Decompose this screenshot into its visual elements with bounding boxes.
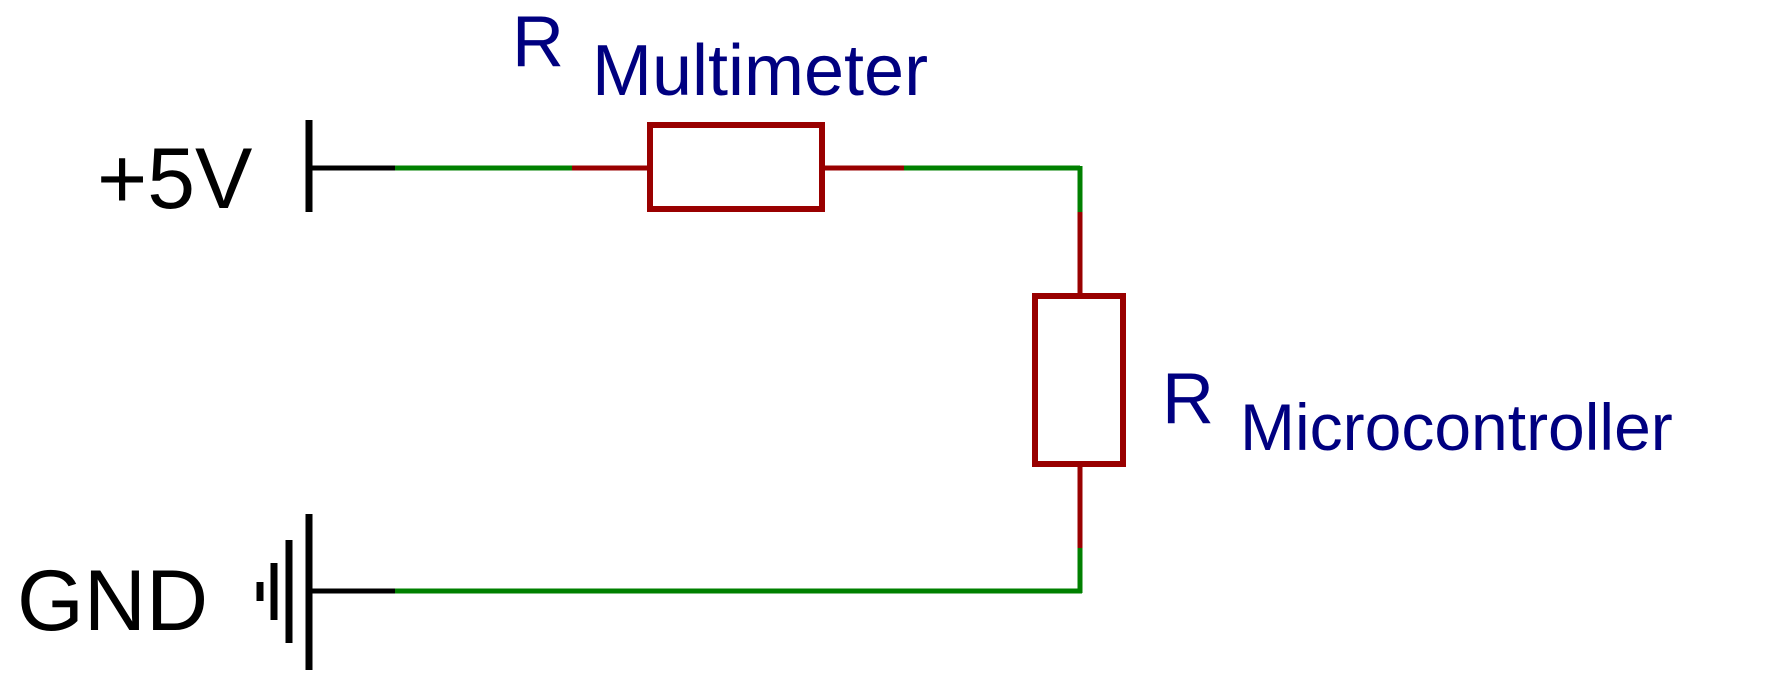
top-right-wire — [822, 165, 1083, 296]
r-microcontroller-subscript: Microcontroller — [1240, 390, 1673, 464]
resistor-microcontroller — [1032, 293, 1126, 467]
supply-symbol — [305, 120, 395, 212]
ground-symbol — [256, 514, 395, 670]
ground-label: GND — [17, 553, 208, 649]
resistor-multimeter — [647, 122, 825, 212]
r-multimeter-symbol: R — [512, 2, 564, 82]
supply-label: +5V — [97, 131, 252, 227]
r-multimeter-subscript: Multimeter — [592, 31, 928, 111]
r-microcontroller-symbol: R — [1162, 359, 1214, 439]
